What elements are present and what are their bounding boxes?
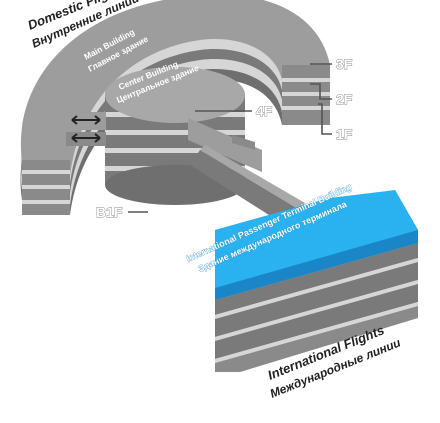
floor-2f-label: 2F — [336, 91, 353, 107]
international-terminal — [215, 190, 418, 372]
floor-1f-label: 1F — [336, 126, 353, 142]
floor-3f-label: 3F — [336, 56, 353, 72]
floor-callouts: 3F 2F 1F 4F B1F — [96, 56, 354, 221]
floor-4f-label: 4F — [256, 103, 273, 119]
connecting-bridge — [188, 118, 305, 222]
main-building-ring — [20, 0, 330, 216]
floor-b1f-label: B1F — [96, 204, 123, 220]
connector-arrows — [66, 112, 106, 146]
